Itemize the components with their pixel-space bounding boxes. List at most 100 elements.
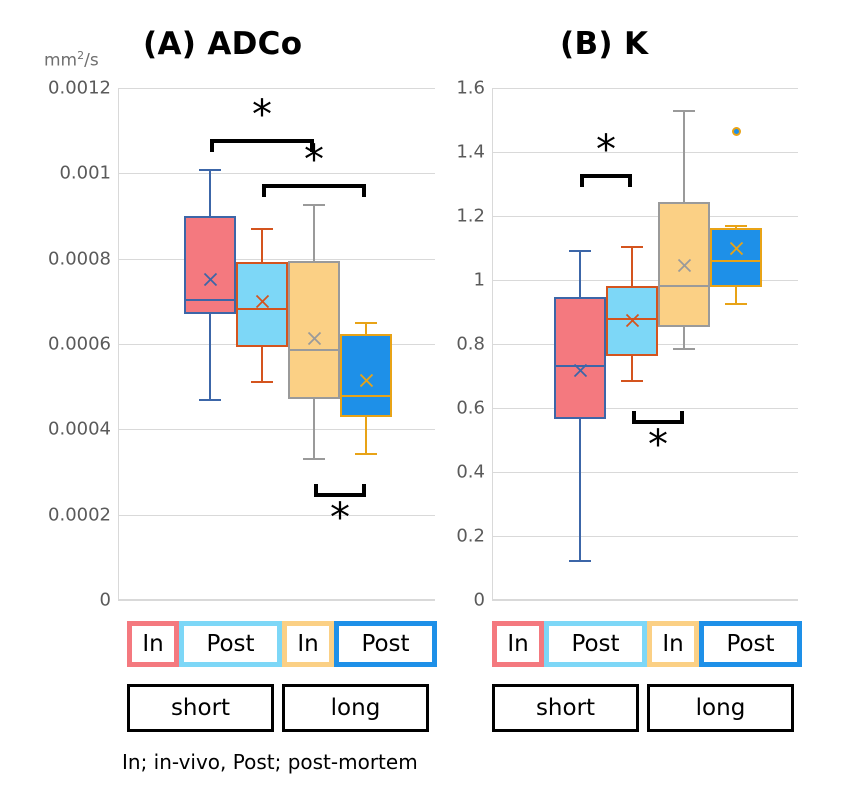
whisker-cap-lower (673, 348, 695, 351)
box-iqr (288, 260, 340, 400)
median-line (658, 285, 710, 288)
box-iqr (554, 296, 606, 419)
legend-item-short-in: In (127, 621, 179, 667)
box-plot-series (554, 88, 606, 600)
group-label-short: short (492, 684, 639, 732)
legend-item-long-in: In (647, 621, 699, 667)
y-axis-tick-label: 1 (473, 269, 485, 291)
significance-bracket (314, 483, 366, 497)
whisker-upper (209, 169, 211, 216)
unit-tail: /s (84, 50, 99, 71)
gridline (492, 408, 798, 409)
y-axis-tick-label: 0 (473, 589, 485, 611)
legend-item-short-post: Post (544, 621, 647, 667)
significance-asterisk: * (596, 127, 616, 174)
whisker-lower (631, 355, 633, 381)
whisker-cap-upper (303, 204, 325, 207)
y-axis-tick-label: 0.001 (59, 162, 111, 184)
gridline (492, 600, 798, 601)
y-axis-tick-label: 0.0002 (48, 504, 111, 526)
mean-marker-icon (677, 258, 692, 273)
mean-marker-icon (729, 241, 744, 256)
box-plot-series (710, 88, 762, 600)
whisker-upper (313, 204, 315, 261)
unit-exponent: 2 (77, 49, 85, 62)
whisker-lower (365, 416, 367, 453)
box-plot-series (236, 88, 288, 600)
significance-bracket (262, 184, 366, 197)
whisker-cap-lower (569, 560, 591, 563)
median-line (710, 260, 762, 263)
whisker-lower (683, 327, 685, 349)
panel-a-unit-label: mm2/s (44, 49, 99, 71)
y-axis-tick-label: 0.4 (456, 461, 485, 483)
panel-a-title: (A) ADCo (143, 26, 303, 62)
legend-item-short-in: In (492, 621, 544, 667)
whisker-cap-upper (199, 169, 221, 172)
y-axis-tick-label: 0.0006 (48, 333, 111, 355)
box-iqr (710, 227, 762, 288)
gridline (492, 216, 798, 217)
y-axis-tick-label: 0.6 (456, 397, 485, 419)
box-plot-series (288, 88, 340, 600)
legend-item-long-in: In (282, 621, 334, 667)
box-plot-series (658, 88, 710, 600)
y-axis-tick-label: 0.0012 (48, 77, 111, 99)
whisker-upper (579, 249, 581, 297)
whisker-cap-upper (569, 249, 591, 252)
group-label-long: long (647, 684, 794, 732)
significance-bracket (580, 174, 632, 188)
whisker-upper (631, 246, 633, 287)
whisker-lower (579, 418, 581, 561)
median-line (554, 365, 606, 368)
significance-bracket (632, 411, 684, 425)
median-line (236, 307, 288, 310)
whisker-cap-lower (303, 458, 325, 461)
y-axis-tick-label: 0 (99, 589, 111, 611)
significance-asterisk: * (330, 494, 350, 541)
box-iqr (340, 334, 392, 417)
whisker-cap-upper (621, 246, 643, 249)
whisker-cap-lower (199, 399, 221, 402)
y-axis-tick-label: 0.0004 (48, 418, 111, 440)
mean-marker-icon (625, 313, 640, 328)
outlier-point (731, 126, 741, 136)
gridline (492, 88, 798, 89)
gridline (492, 280, 798, 281)
significance-bracket (210, 139, 314, 153)
significance-asterisk: * (648, 422, 668, 469)
whisker-lower (261, 347, 263, 382)
gridline (118, 173, 435, 175)
mean-marker-icon (359, 373, 374, 388)
median-line (606, 318, 658, 321)
box-iqr (236, 261, 288, 348)
gridline (492, 472, 798, 473)
mean-marker-icon (203, 272, 218, 287)
significance-asterisk: * (252, 92, 272, 139)
group-label-short: short (127, 684, 274, 732)
mean-marker-icon (573, 363, 588, 378)
mean-marker-icon (255, 294, 270, 309)
whisker-cap-lower (251, 381, 273, 384)
gridline (492, 536, 798, 537)
box-iqr (606, 286, 658, 356)
figure-footnote: In; in-vivo, Post; post-mortem (122, 750, 418, 774)
whisker-cap-upper (725, 224, 747, 227)
y-axis-tick-label: 0.2 (456, 525, 485, 547)
gridline (492, 152, 798, 153)
median-line (288, 349, 340, 352)
y-axis-tick-label: 1.6 (456, 77, 485, 99)
legend-item-short-post: Post (179, 621, 282, 667)
box-plot-series (340, 88, 392, 600)
gridline (118, 429, 435, 431)
gridline (118, 88, 435, 89)
box-plot-series (184, 88, 236, 600)
box-plot-series (606, 88, 658, 600)
y-axis-tick-label: 1.2 (456, 205, 485, 227)
panel-b-title: (B) K (560, 26, 649, 62)
